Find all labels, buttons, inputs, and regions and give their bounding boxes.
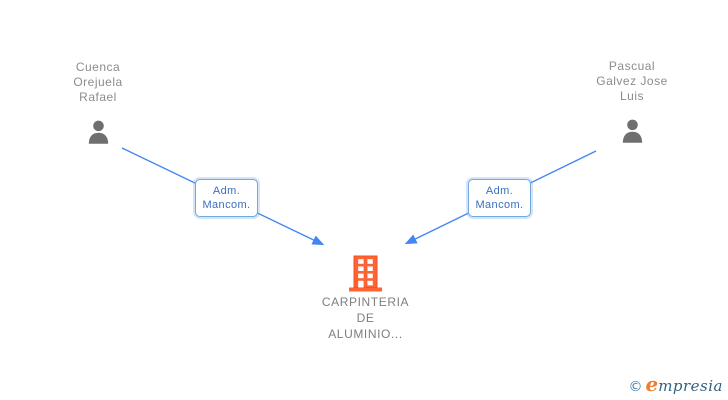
person-name: Pascual Galvez Jose Luis	[572, 59, 692, 104]
company-name-line: ALUMINIO...	[328, 327, 403, 341]
company-node-carpinteria-de-aluminio[interactable]: CARPINTERIA DE ALUMINIO...	[303, 255, 428, 342]
relation-label-line: Mancom.	[202, 199, 251, 211]
relation-label-line: Adm.	[212, 185, 241, 197]
person-icon	[572, 118, 692, 146]
relation-badge-adm-mancom-right[interactable]: Adm. Mancom.	[468, 179, 531, 217]
copyright-icon: ©	[628, 379, 643, 395]
empresia-logo[interactable]: ©empresia	[628, 372, 723, 396]
company-name-line: DE	[356, 311, 375, 325]
person-name-line: Cuenca	[75, 60, 121, 74]
logo-text: mpresia	[658, 377, 723, 395]
person-name-line: Luis	[619, 89, 644, 103]
person-name-line: Pascual	[608, 59, 656, 73]
person-icon	[38, 119, 158, 147]
company-name: CARPINTERIA DE ALUMINIO...	[303, 294, 428, 342]
company-name-line: CARPINTERIA	[321, 295, 410, 309]
relation-label-line: Adm.	[485, 185, 514, 197]
person-name: Cuenca Orejuela Rafael	[38, 60, 158, 105]
relation-label-line: Mancom.	[475, 199, 524, 211]
person-name-line: Orejuela	[73, 75, 123, 89]
relation-badge-adm-mancom-left[interactable]: Adm. Mancom.	[195, 179, 258, 217]
building-icon	[303, 255, 428, 292]
person-node-cuenca-orejuela-rafael[interactable]: Cuenca Orejuela Rafael	[38, 60, 158, 147]
person-name-line: Galvez Jose	[596, 74, 668, 88]
person-name-line: Rafael	[79, 90, 117, 104]
person-node-pascual-galvez-jose-luis[interactable]: Pascual Galvez Jose Luis	[572, 59, 692, 146]
logo-letter-e: e	[645, 372, 659, 396]
